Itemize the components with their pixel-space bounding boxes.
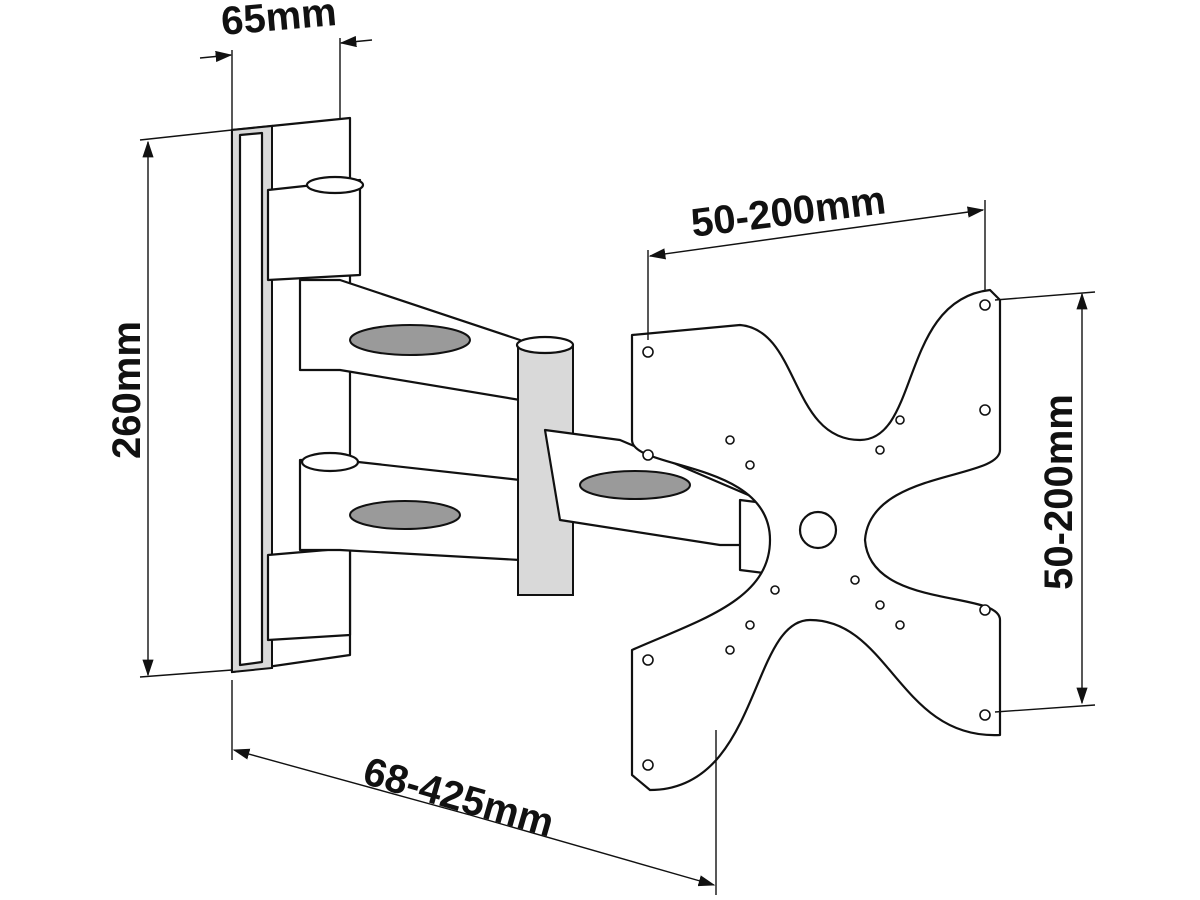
- mounting-holes: [642, 299, 991, 771]
- vesa-horizontal-label: 50-200mm: [689, 178, 889, 246]
- dimension-65mm: 65mm: [199, 0, 373, 130]
- dimension-vesa-horizontal: 50-200mm: [647, 178, 986, 340]
- dimension-vesa-vertical: 50-200mm: [994, 291, 1096, 713]
- height-label: 260mm: [105, 321, 149, 459]
- articulating-arms: [298, 278, 782, 596]
- vesa-vertical-label: 50-200mm: [1037, 394, 1081, 590]
- dimension-260mm: 260mm: [105, 129, 233, 678]
- extension-label: 68-425mm: [358, 749, 558, 845]
- vesa-plate: [630, 288, 1002, 792]
- wall-plate: [230, 116, 365, 674]
- depth-label: 65mm: [219, 0, 338, 44]
